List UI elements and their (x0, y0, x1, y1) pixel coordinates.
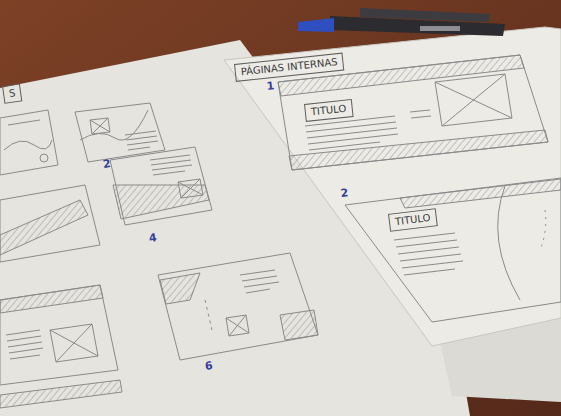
thumbnails (0, 103, 318, 408)
box-text: TITULO (394, 212, 431, 228)
sketch-number: 1 (266, 79, 275, 93)
wireframes (278, 55, 561, 322)
box-text: TITULO (310, 103, 347, 119)
right-sheet (224, 27, 561, 346)
title-box: S (2, 83, 22, 103)
sketch-number: 2 (340, 186, 349, 200)
pens (298, 8, 505, 36)
sketch-number: 2 (102, 157, 111, 171)
box-text: S (8, 87, 16, 100)
sketch-number: 6 (204, 359, 213, 373)
sketch-number: 4 (148, 231, 157, 245)
